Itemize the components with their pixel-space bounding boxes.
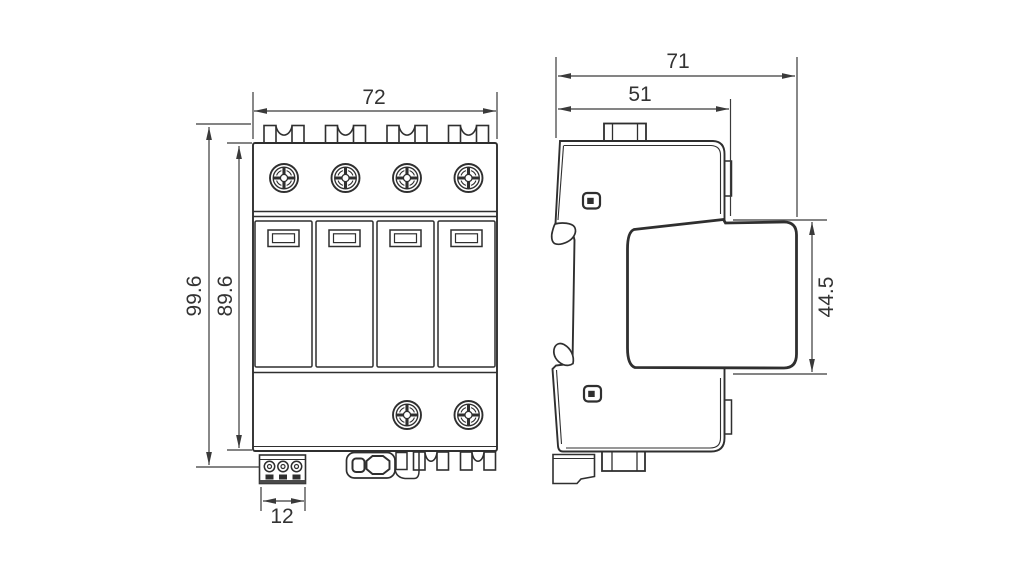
din-rail-foot (345, 451, 420, 480)
dim-body-depth (558, 99, 732, 216)
dim-overall-depth (555, 57, 798, 217)
front-body (252, 142, 498, 452)
module-2 (315, 220, 374, 368)
dim-body-height (227, 142, 252, 451)
side-view: 71 51 44.5 (550, 50, 838, 485)
top-terminal-tabs (263, 124, 490, 144)
side-top-tab (603, 122, 647, 143)
latch-slot-upper (581, 191, 602, 210)
front-view: 72 99.6 89.6 12 (183, 86, 498, 528)
dim-overall-height (196, 123, 260, 468)
aux-terminal-block (258, 454, 307, 485)
side-inner-lines (555, 144, 722, 449)
dim-label-overall-height: 99.6 (183, 276, 206, 317)
bottom-terminal-tabs (412, 451, 497, 471)
din-clip-upper-hook (550, 222, 577, 246)
side-tab-lower (723, 399, 733, 435)
dim-terminal-width (260, 487, 306, 511)
latch-slot-lower (582, 384, 603, 403)
dim-label-terminal-width: 12 (270, 505, 293, 528)
module-3 (376, 220, 435, 368)
dim-width (252, 92, 498, 139)
plug-in-modules (254, 220, 496, 368)
side-bottom-tab (601, 450, 646, 472)
side-aux-terminal (552, 453, 596, 485)
din-clip-lower-hook (552, 342, 575, 367)
side-plug-module (626, 218, 798, 370)
dim-label-module-height: 44.5 (815, 277, 838, 318)
dim-label-body-height: 89.6 (214, 276, 237, 317)
divider-lines (253, 210, 497, 448)
side-tab-upper (723, 160, 733, 197)
dim-label-body-depth: 51 (628, 83, 651, 106)
dim-module-height (733, 219, 827, 375)
dim-label-width: 72 (362, 86, 385, 109)
module-1 (254, 220, 313, 368)
module-4 (437, 220, 496, 368)
dim-label-overall-depth: 71 (666, 50, 689, 73)
